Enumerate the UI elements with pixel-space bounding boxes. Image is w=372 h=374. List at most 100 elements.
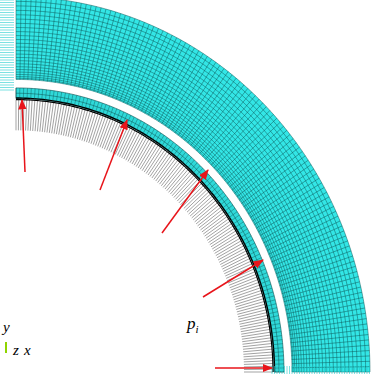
constraint-mark (304, 366, 305, 374)
mesh-radial-line (292, 367, 370, 368)
liner-element-line (174, 147, 180, 155)
liner-element-line (258, 273, 267, 277)
constraint-mark (0, 22, 14, 23)
mesh-radial-line (59, 1, 71, 83)
mesh-ring-line (16, 32, 337, 372)
pressure-arrow (244, 366, 273, 368)
mesh-radial-line (194, 85, 244, 148)
pressure-arrow (219, 248, 245, 262)
mesh (16, 0, 370, 372)
constraint-mark (0, 20, 14, 21)
mesh-radial-line (131, 31, 163, 106)
constraint-mark (0, 30, 14, 31)
liner-element-line (78, 96, 80, 106)
liner-element-line (92, 101, 95, 111)
liner (16, 88, 284, 372)
liner-element-line (266, 304, 276, 307)
constraint-mark (289, 366, 290, 374)
mesh-radial-line (90, 10, 111, 90)
liner-element-line (188, 160, 195, 168)
pressure-arrow (223, 259, 249, 272)
mesh-radial-line (291, 335, 369, 343)
constraint-mark (0, 45, 14, 46)
mesh-ring-line (16, 1, 366, 372)
pressure-arrow (66, 106, 72, 136)
pressure-arrow (35, 101, 37, 132)
pressure-arrow (231, 280, 258, 290)
pressure-arrow (243, 349, 272, 352)
liner-element-line (237, 225, 246, 230)
constraint-mark (369, 366, 370, 374)
mesh-radial-line (86, 9, 106, 89)
pressure-arrow (102, 120, 113, 148)
pressure-arrow (124, 132, 138, 159)
constraint-mark (349, 366, 350, 374)
constraint-mark (337, 366, 338, 374)
mesh-radial-line (280, 261, 355, 285)
liner-element-line (267, 308, 277, 310)
pressure-arrow (109, 123, 121, 151)
mesh-radial-line (109, 19, 135, 97)
liner-element-line (143, 125, 148, 134)
mesh-ring-line (16, 10, 357, 372)
pressure-arrow (18, 100, 19, 131)
liner-element-line (168, 142, 174, 151)
liner-element-line (269, 316, 279, 318)
liner-element-line (261, 284, 271, 287)
liner-element-line (162, 138, 168, 147)
mesh-radial-line (79, 7, 97, 88)
pressure-arrow (142, 145, 158, 171)
liner-element-line (34, 89, 36, 100)
pressure-arrow (239, 313, 267, 320)
liner-element-line (204, 177, 211, 184)
mesh-radial-line (290, 324, 367, 335)
liner-element-line (140, 123, 145, 132)
pressure-arrow (30, 100, 32, 131)
mesh-radial-line (292, 372, 370, 373)
pressure-arrow (220, 251, 246, 265)
mesh-ring-line (16, 19, 349, 372)
constraint-mark (0, 35, 14, 36)
pressure-arrow (234, 293, 262, 302)
mesh-radial-line (172, 62, 216, 130)
pressure-arrow (91, 115, 101, 144)
mesh-ring-line (16, 61, 310, 372)
constraint-mark (292, 366, 293, 374)
mesh-radial-line (248, 169, 314, 214)
constraint-mark (364, 366, 365, 374)
liner-element-line (19, 88, 20, 99)
liner-element-line (249, 250, 258, 255)
mesh-ring-line (16, 6, 361, 372)
liner-element-line (259, 277, 268, 281)
constraint-mark (0, 67, 14, 68)
mesh-radial-line (55, 1, 66, 83)
constraint-mark (0, 37, 14, 38)
pressure-arrow (221, 253, 247, 266)
mesh-radial-line (214, 110, 270, 168)
constraint-mark (0, 55, 14, 56)
pressure-arrow (56, 104, 61, 134)
mesh-ring-line (16, 36, 333, 372)
liner-element-line (116, 110, 120, 120)
constraint-mark (367, 366, 368, 374)
mesh-radial-line (283, 277, 358, 298)
mesh-radial-line (159, 51, 199, 122)
constraint-mark (0, 0, 14, 1)
liner-element-line (159, 135, 165, 144)
mesh-radial-line (269, 221, 340, 254)
liner-element-line (231, 215, 239, 221)
liner-element-line (273, 347, 283, 349)
pressure-arrow (68, 107, 75, 137)
constraint-mark (307, 366, 308, 374)
liner-element-line (165, 140, 171, 149)
liner-element-line (155, 133, 160, 142)
mesh-radial-line (278, 256, 352, 282)
liner-element-line (106, 106, 109, 116)
constraint-mark (282, 366, 283, 374)
liner-element-line (196, 168, 203, 176)
mesh-radial-line (47, 0, 56, 81)
liner-element-line (218, 195, 226, 202)
mesh-radial-line (252, 178, 319, 221)
pressure-arrow (241, 329, 270, 334)
